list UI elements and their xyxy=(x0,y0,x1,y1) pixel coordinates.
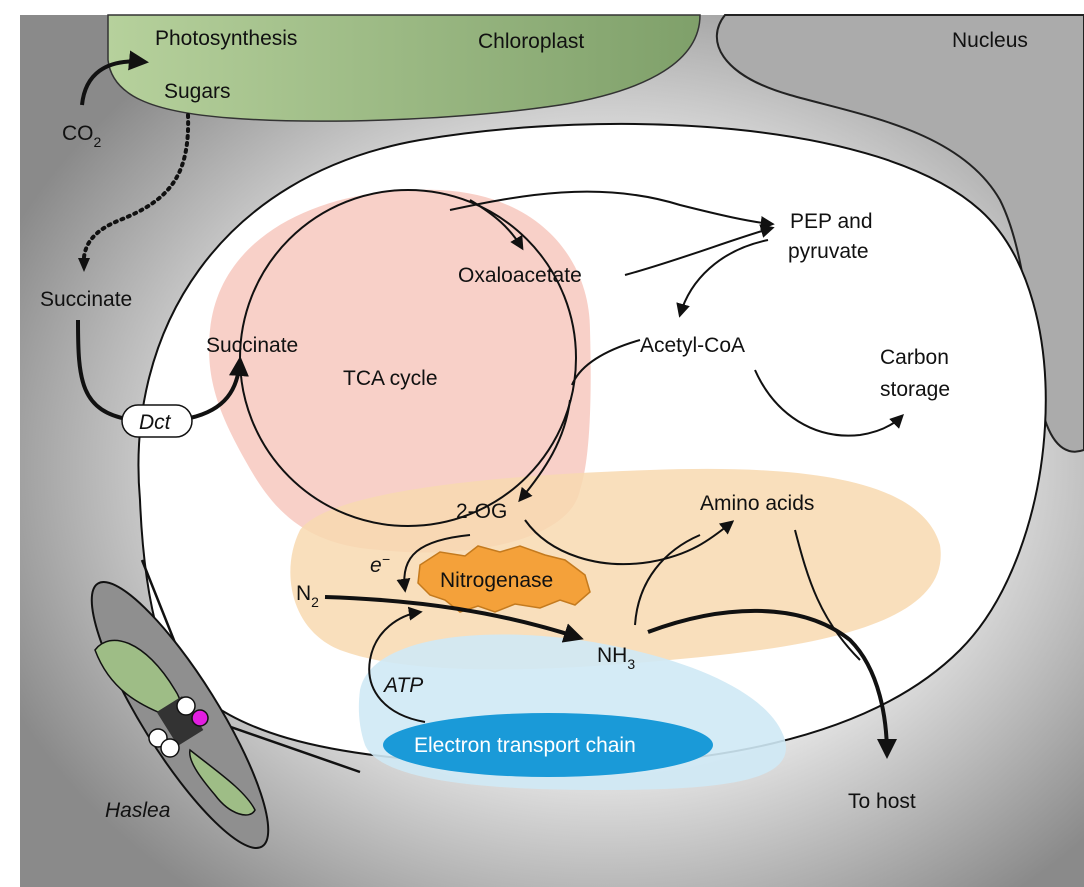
oxaloacetate-to-pep-arrow xyxy=(624,224,775,276)
amino-acids-label: Amino acids xyxy=(700,492,814,515)
tca-arrow-right xyxy=(518,399,571,503)
nucleus xyxy=(715,14,1084,453)
n2-to-nh3-arrow xyxy=(324,595,584,643)
pep-to-acetylcoa-arrow xyxy=(676,239,769,318)
nitrogenase-enzyme xyxy=(417,545,591,613)
sugars-label: Sugars xyxy=(164,80,231,103)
carbon-label-line2: storage xyxy=(880,378,950,401)
sugars-to-succinate-dotted xyxy=(81,113,191,270)
pep-label-line2: pyruvate xyxy=(788,240,869,263)
tca-cycle-label: TCA cycle xyxy=(343,367,438,390)
haslea-label: Haslea xyxy=(105,799,170,822)
electron-label: e− xyxy=(370,551,390,577)
etc-label: Electron transport chain xyxy=(414,734,636,757)
acetylcoa-to-tca-line xyxy=(571,339,641,386)
atp-label: ATP xyxy=(382,674,423,697)
aminoacids-to-host-line xyxy=(794,529,861,661)
pep-label-line1: PEP and xyxy=(790,210,873,233)
highlighted-spheroid-body xyxy=(191,709,209,727)
co2-label: CO2 xyxy=(62,122,102,150)
dct-transporter xyxy=(121,404,193,438)
succinate-outside-label: Succinate xyxy=(40,288,132,311)
dotted-arrowhead xyxy=(78,258,90,272)
spheroid-body-3 xyxy=(176,696,196,716)
oxaloacetate-label: Oxaloacetate xyxy=(458,264,582,287)
electron-transport-chain xyxy=(383,713,713,777)
chloroplast xyxy=(107,14,701,122)
acetylcoa-label: Acetyl-CoA xyxy=(640,334,745,357)
spheroid-body-2 xyxy=(160,738,180,758)
diatom-plastid-lower xyxy=(189,748,256,816)
n2-label: N2 xyxy=(296,582,319,610)
to-host-label: To host xyxy=(848,790,916,813)
electron-arrow xyxy=(396,534,471,593)
tca-to-pep-arrow xyxy=(449,190,775,230)
chloroplast-label: Chloroplast xyxy=(478,30,584,53)
nh3-to-aminoacids-line xyxy=(634,534,701,626)
two-og-label: 2-OG xyxy=(456,500,507,523)
nh3-to-host-arrow xyxy=(647,608,897,759)
succinate-to-dct-line xyxy=(76,319,133,422)
succinate-inside-label: Succinate xyxy=(206,334,298,357)
nh3-label: NH3 xyxy=(597,644,635,672)
co2-to-photosynthesis-arrow xyxy=(80,50,149,106)
diatom-nucleus xyxy=(156,696,204,746)
nucleus-label: Nucleus xyxy=(952,29,1028,52)
tca-zone xyxy=(209,189,591,553)
acetylcoa-to-storage-arrow xyxy=(754,369,904,437)
haslea-diatom xyxy=(90,559,361,849)
dct-to-succinate-arrow xyxy=(189,356,249,420)
nitrogenase-label: Nitrogenase xyxy=(440,569,553,592)
photosynthesis-label: Photosynthesis xyxy=(155,27,297,50)
dct-label: Dct xyxy=(139,411,172,434)
2og-to-aminoacids-arrow xyxy=(524,519,735,566)
carbon-label-line1: Carbon xyxy=(880,346,949,369)
atp-arrow xyxy=(368,606,426,723)
